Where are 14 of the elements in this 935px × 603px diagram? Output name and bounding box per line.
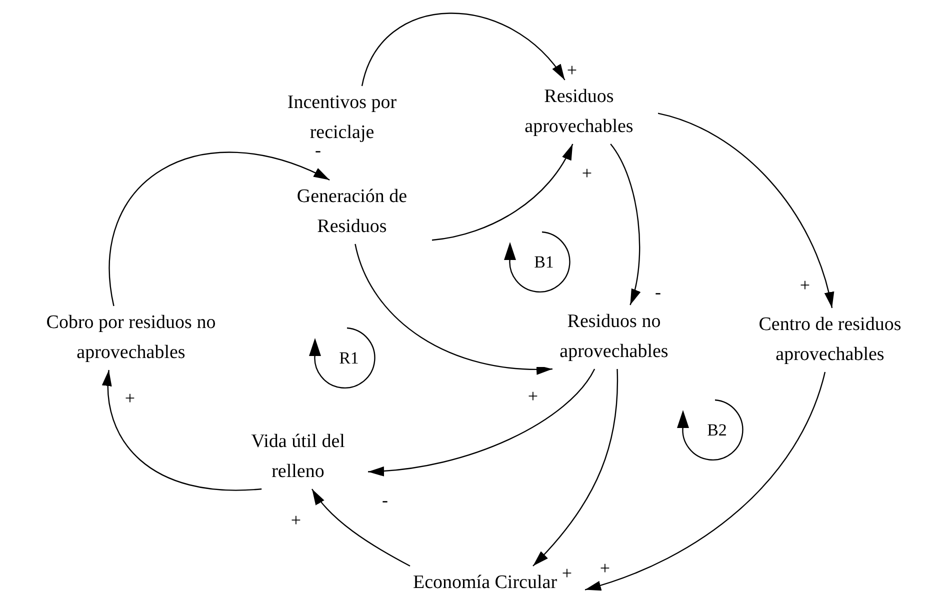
causal-arrow [432, 144, 574, 241]
causal-arrow [354, 244, 552, 374]
loop-label: B1 [534, 254, 554, 270]
causal-arrow [584, 372, 826, 590]
loop-label: R1 [339, 350, 359, 366]
causal-arrow [610, 144, 640, 306]
causal-arrow [108, 152, 330, 306]
causal-arrow [658, 112, 834, 308]
causal-arrow [312, 488, 410, 567]
causal-arrow [532, 369, 618, 566]
causal-arrow [368, 368, 596, 476]
causal-arrow [102, 370, 262, 491]
loop-label: B2 [707, 422, 727, 438]
causal-arrow [361, 12, 566, 86]
